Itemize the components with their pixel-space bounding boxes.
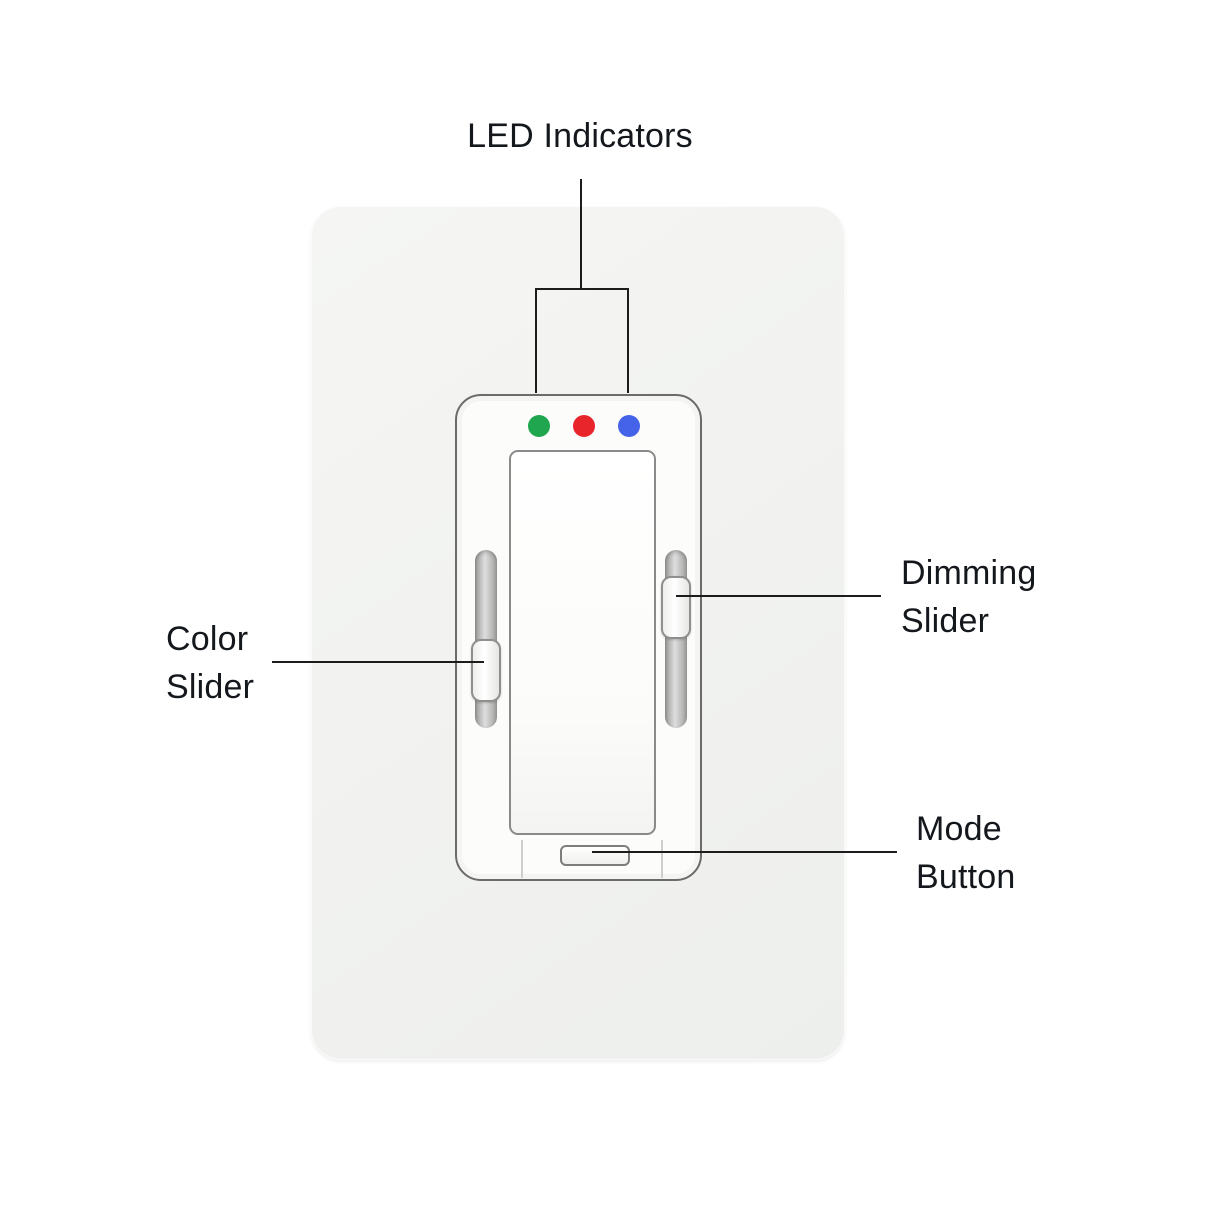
bottom-tab xyxy=(521,840,663,878)
led-callout-bracket-line xyxy=(535,288,629,290)
dimming-slider-thumb xyxy=(661,576,691,639)
led-callout-left-line xyxy=(535,288,537,393)
led-callout-right-line xyxy=(627,288,629,393)
red-led-indicator xyxy=(573,415,595,437)
color-slider-label-line2: Slider xyxy=(166,668,255,706)
mode-button-label-line2: Button xyxy=(916,858,1016,896)
color-slider-thumb xyxy=(471,639,501,702)
rocker-paddle xyxy=(509,450,656,835)
dimming-slider-label-line1: Dimming xyxy=(901,554,1037,592)
color-slider-label: Color Slider xyxy=(166,615,254,711)
mode-button xyxy=(560,845,630,866)
color-slider-label-line1: Color xyxy=(166,620,249,658)
mode-button-callout-line xyxy=(592,851,897,853)
dimming-slider-label: Dimming Slider xyxy=(901,549,1037,645)
dimming-slider-callout-line xyxy=(676,595,881,597)
led-indicators-label: LED Indicators xyxy=(467,117,693,155)
blue-led-indicator xyxy=(618,415,640,437)
mode-button-label: Mode Button xyxy=(916,805,1016,901)
green-led-indicator xyxy=(528,415,550,437)
color-slider-callout-line xyxy=(272,661,484,663)
led-callout-stem-line xyxy=(580,179,582,289)
mode-button-label-line1: Mode xyxy=(916,810,1002,848)
dimming-slider-label-line2: Slider xyxy=(901,602,990,640)
switch-frame xyxy=(455,394,702,881)
